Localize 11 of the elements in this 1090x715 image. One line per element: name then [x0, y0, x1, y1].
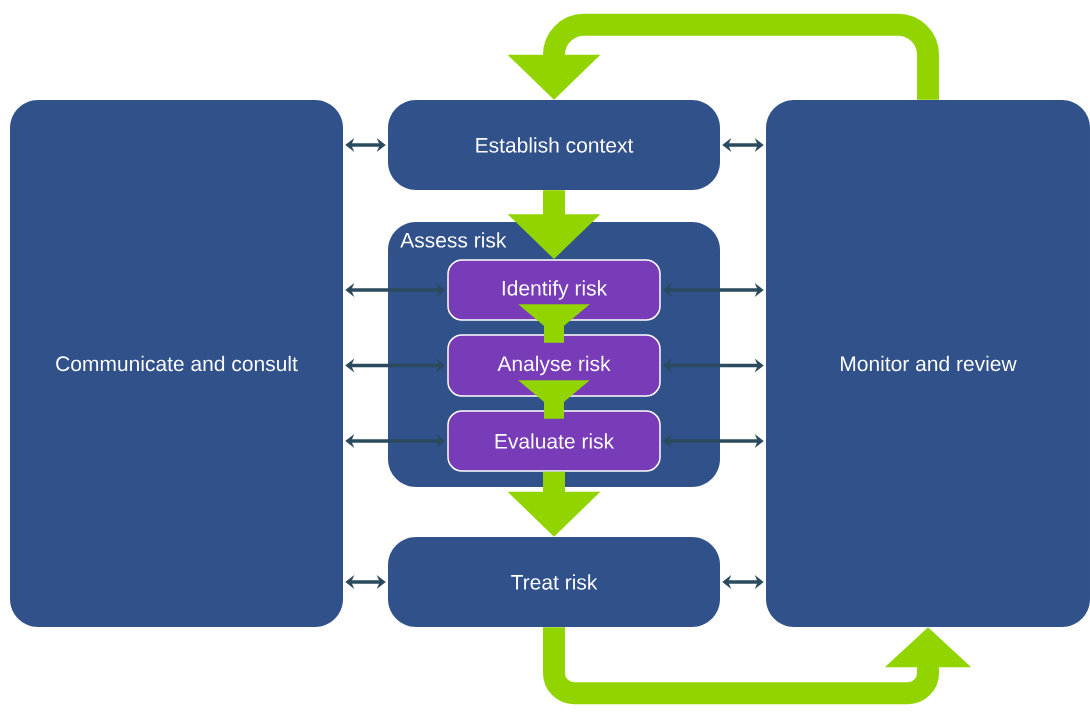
- step-box: Identify risk: [447, 259, 661, 321]
- double-arrow: [722, 574, 764, 590]
- process-box: Treat risk: [388, 537, 720, 627]
- step-box: Evaluate risk: [447, 410, 661, 472]
- double-arrow: [345, 137, 386, 153]
- process-panel: Monitor and review: [766, 100, 1090, 627]
- process-box: Establish context: [388, 100, 720, 190]
- step-box: Analyse risk: [447, 334, 661, 397]
- process-panel: Communicate and consult: [10, 100, 343, 627]
- double-arrow: [345, 574, 386, 590]
- double-arrow: [722, 137, 764, 153]
